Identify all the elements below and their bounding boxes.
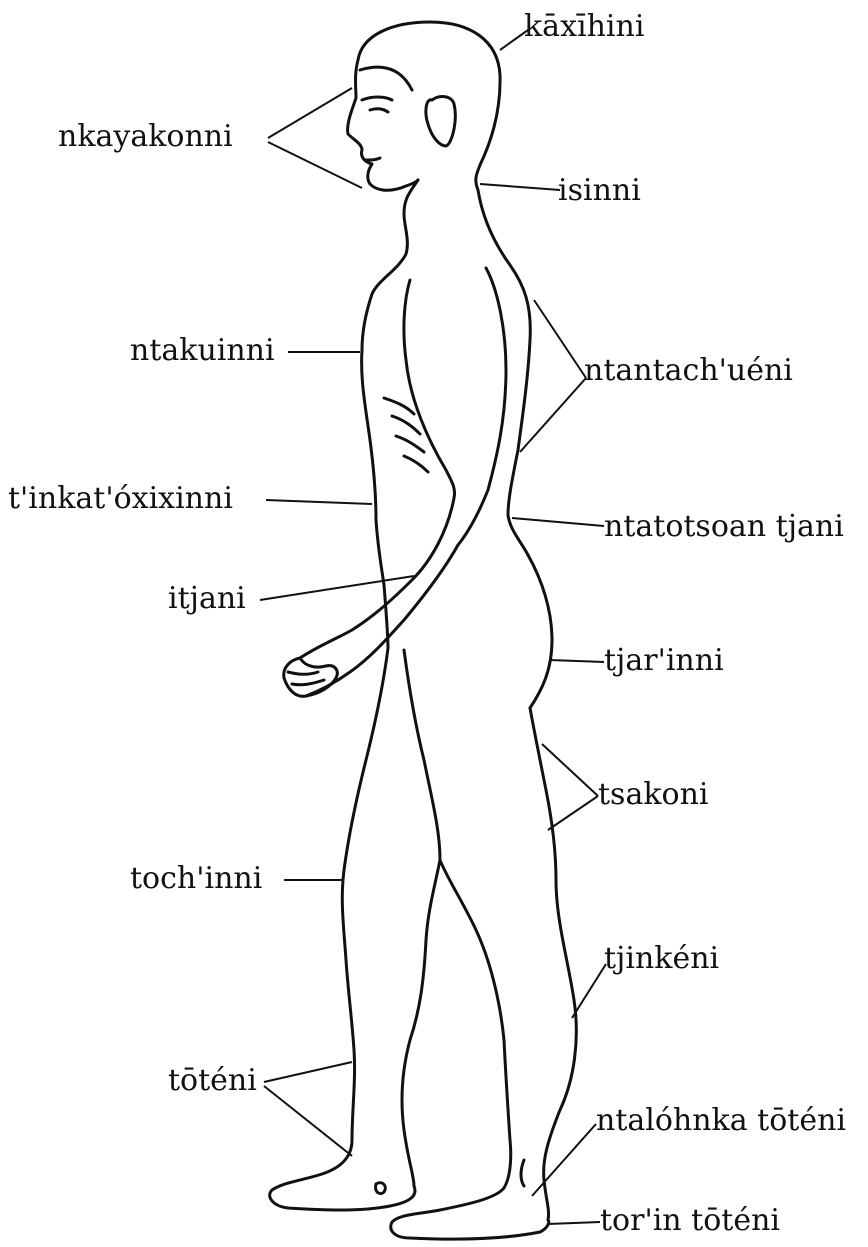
label-forearm: itjani — [168, 584, 246, 614]
label-knee: toch'inni — [130, 864, 262, 894]
leader-thigh-a — [542, 744, 598, 796]
label-waist: ntatotsoan tjani — [604, 512, 844, 542]
leader-face-a — [268, 88, 352, 138]
leader-heel — [532, 1124, 596, 1196]
leader-neck — [480, 184, 560, 190]
leader-face-b — [268, 142, 362, 188]
leader-back-b — [520, 378, 586, 452]
label-chest: ntakuinni — [130, 336, 275, 366]
leader-belly-side — [266, 500, 372, 504]
leader-back-a — [534, 300, 586, 378]
label-thigh-back: tsakoni — [598, 780, 709, 810]
label-head-top: kāxīhini — [524, 12, 644, 42]
leader-toe — [548, 1222, 600, 1224]
leader-thigh-b — [548, 796, 598, 830]
leader-forearm — [260, 576, 414, 600]
leader-foot-a — [264, 1062, 352, 1082]
label-heel: ntalóhnka tōténi — [596, 1106, 846, 1136]
label-face: nkayakonni — [58, 122, 233, 152]
label-foot: tōténi — [168, 1066, 257, 1096]
leader-waist — [512, 518, 604, 526]
label-calf: tjinkéni — [604, 944, 719, 974]
label-back: ntantach'uéni — [584, 356, 793, 386]
label-belly-side: t'inkat'óxixinni — [8, 484, 233, 514]
leader-calf — [572, 964, 606, 1018]
label-toe: tor'in tōténi — [600, 1206, 780, 1236]
label-neck: isinni — [558, 176, 641, 206]
leader-foot-b — [264, 1086, 352, 1156]
leader-buttock — [550, 660, 604, 662]
label-buttock: tjar'inni — [604, 646, 724, 676]
